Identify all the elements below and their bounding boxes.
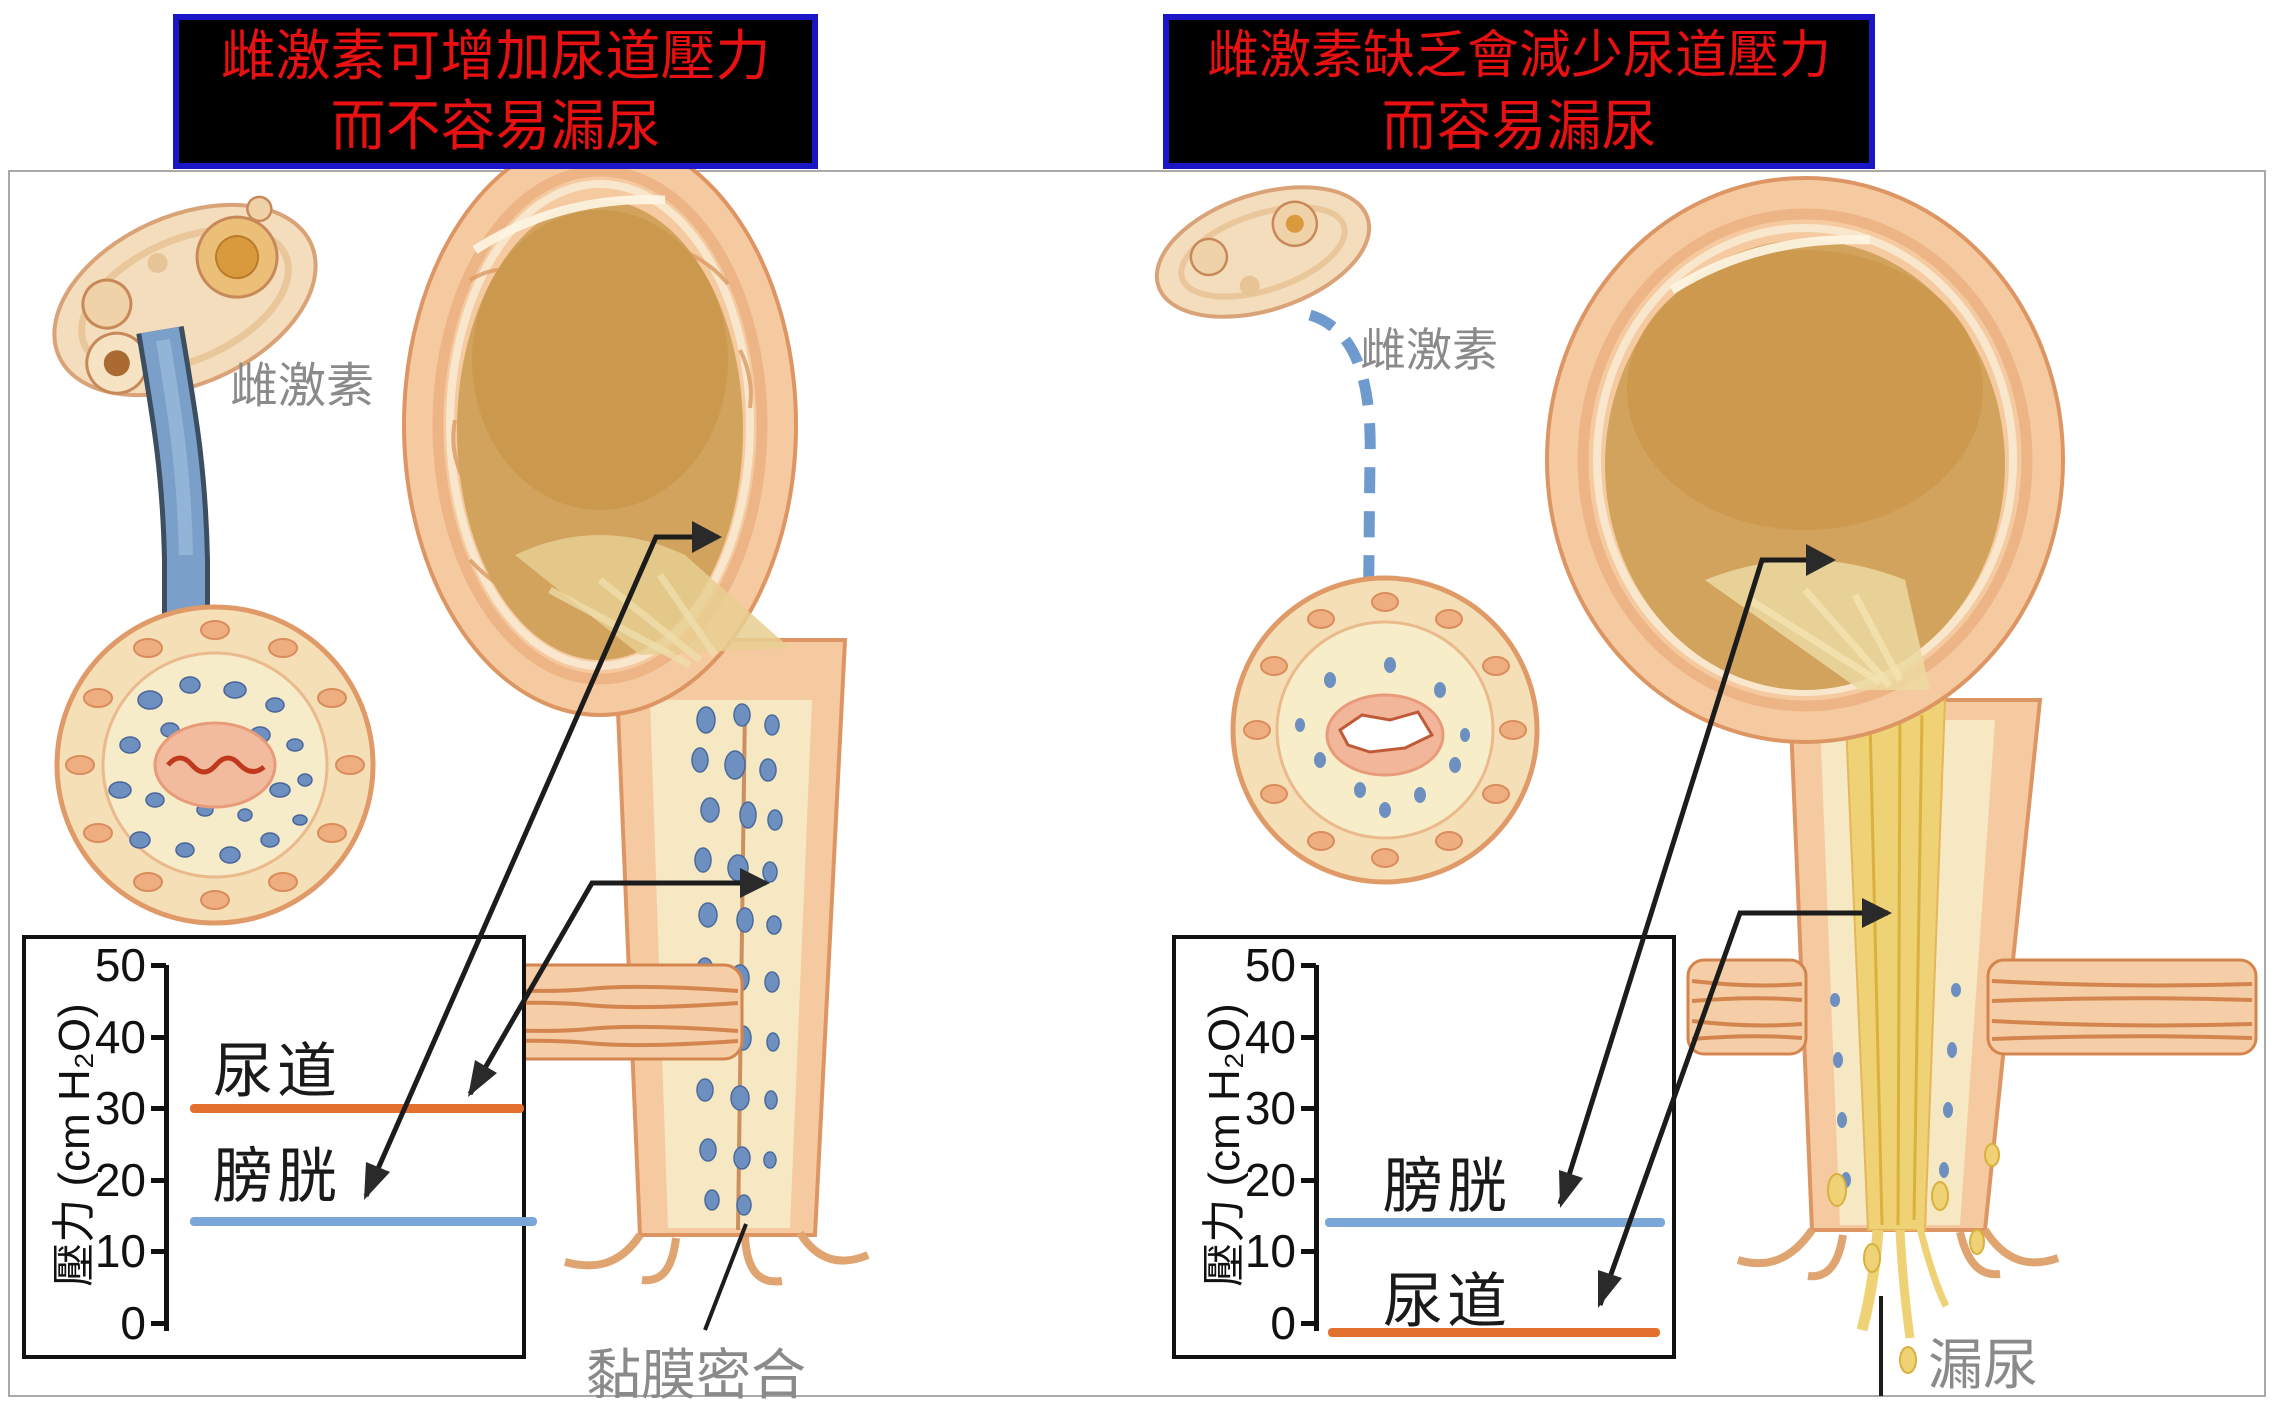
bladder-pressure-line <box>190 1217 537 1226</box>
urethra-pressure-line <box>1328 1328 1660 1337</box>
y-tick-label: 10 <box>94 1225 146 1277</box>
y-tick-label: 10 <box>1244 1225 1296 1277</box>
y-tick <box>151 963 166 968</box>
y-tick <box>151 1106 166 1111</box>
urethra-tube-left <box>563 638 870 1286</box>
open-lumen-right <box>1338 710 1435 754</box>
title-left-line1: 雌激素可增加尿道壓力 <box>220 25 771 87</box>
y-tick <box>1301 963 1316 968</box>
y-axis-label: 壓力 (cm H₂O) <box>50 1003 99 1287</box>
pressure-chart-left: 壓力 (cm H₂O) 50 40 30 20 10 0 尿道 膀胱 <box>22 935 537 1359</box>
series-label-bladder: 膀胱 <box>1383 1153 1511 1220</box>
tube-roots-left <box>563 1230 870 1286</box>
mucosa-seal-label: 黏膜密合 <box>586 1344 807 1404</box>
series-label-urethra: 尿道 <box>213 1038 341 1105</box>
ovary-right <box>1154 185 1372 319</box>
y-tick-label: 40 <box>94 1011 146 1063</box>
urethra-cross-section-left <box>54 604 376 926</box>
bladder-pressure-line <box>1325 1218 1665 1227</box>
y-tick <box>151 1321 166 1326</box>
y-tick <box>1301 1321 1316 1326</box>
series-label-bladder: 膀胱 <box>213 1143 341 1210</box>
title-left-line2: 而不容易漏尿 <box>330 95 661 157</box>
estrogen-label-right: 雌激素 <box>1360 324 1498 376</box>
pressure-chart-right: 壓力 (cm H₂O) 50 40 30 20 10 0 膀胱 尿道 <box>1172 935 1676 1359</box>
y-tick-label: 40 <box>1244 1011 1296 1063</box>
y-tick-label: 0 <box>120 1297 146 1349</box>
urine-leak-label: 漏尿 <box>1928 1334 2039 1396</box>
title-box-left: 雌激素可增加尿道壓力 而不容易漏尿 <box>173 14 818 169</box>
y-axis-line <box>164 965 169 1331</box>
y-axis-line <box>1314 965 1319 1331</box>
urethra-pressure-line <box>190 1104 524 1113</box>
content-frame <box>8 170 2266 1397</box>
title-box-right: 雌激素缺乏會減少尿道壓力 而容易漏尿 <box>1163 14 1875 169</box>
ovary-left <box>52 195 318 398</box>
y-tick-label: 30 <box>1244 1082 1296 1134</box>
series-label-urethra: 尿道 <box>1383 1268 1511 1335</box>
y-tick-label: 0 <box>1270 1297 1296 1349</box>
y-tick-label: 30 <box>94 1082 146 1134</box>
urethra-cross-section-right <box>1230 575 1540 885</box>
y-tick-label: 50 <box>94 939 146 991</box>
title-right-line1: 雌激素缺乏會減少尿道壓力 <box>1206 27 1831 85</box>
y-tick <box>151 1249 166 1254</box>
y-tick <box>151 1178 166 1183</box>
estrogen-label-left: 雌激素 <box>230 360 375 413</box>
y-tick <box>1301 1178 1316 1183</box>
y-axis-label: 壓力 (cm H₂O) <box>1200 1003 1249 1287</box>
y-tick <box>1301 1249 1316 1254</box>
y-tick-label: 20 <box>1244 1154 1296 1206</box>
title-right-line2: 而容易漏尿 <box>1381 95 1657 157</box>
y-tick <box>151 1035 166 1040</box>
y-tick <box>1301 1106 1316 1111</box>
y-tick <box>1301 1035 1316 1040</box>
y-tick-label: 20 <box>94 1154 146 1206</box>
bladder-left <box>402 133 798 717</box>
bladder-right <box>1545 176 2065 744</box>
y-tick-label: 50 <box>1244 939 1296 991</box>
